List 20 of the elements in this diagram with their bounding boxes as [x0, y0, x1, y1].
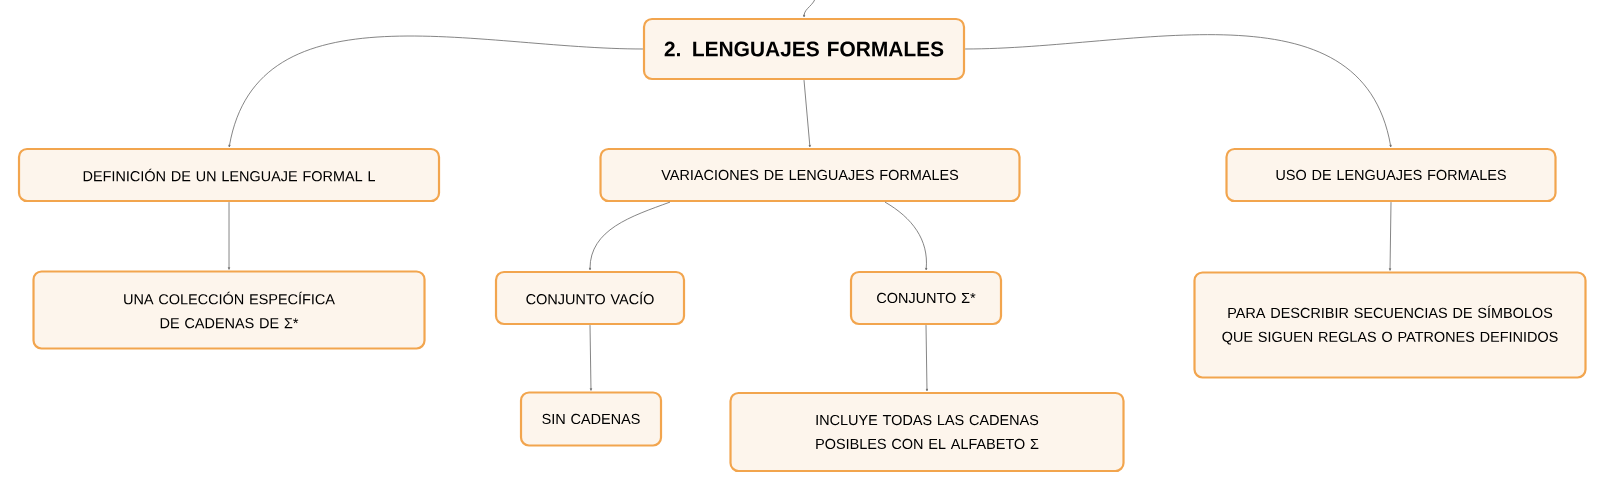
topic-box: DEFINICIÓN DE UN LENGUAJE FORMAL L	[17, 147, 441, 203]
arrow	[228, 35, 644, 148]
topic-box: INCLUYE TODAS LAS CADENAS POSIBLES CON EL ALFABETO Σ	[729, 391, 1125, 473]
topic-box: CONJUNTO VACÍO	[494, 270, 686, 326]
topic-box: VARIACIONES DE LENGUAJES FORMALES	[599, 147, 1021, 203]
topic-box: PARA DESCRIBIR SECUENCIAS DE SÍMBOLOS QUE SIGUEN REGLAS O PATRONES DEFINIDOS	[1193, 271, 1587, 379]
title-box: 2. LENGUAJES FORMALES	[642, 17, 966, 81]
topic-box: CONJUNTO Σ*	[849, 270, 1003, 326]
arrow	[925, 324, 929, 392]
arrow	[803, 0, 817, 18]
arrow	[227, 201, 231, 270]
arrow	[964, 34, 1392, 148]
topic-box: SIN CADENAS	[519, 391, 663, 447]
arrow	[1388, 201, 1392, 271]
arrow	[884, 201, 928, 271]
arrow	[588, 201, 671, 271]
arrow	[589, 324, 593, 391]
topic-box: USO DE LENGUAJES FORMALES	[1225, 147, 1557, 203]
topic-box: UNA COLECCIÓN ESPECÍFICA DE CADENAS DE Σ*	[32, 270, 426, 350]
arrow	[803, 79, 811, 148]
